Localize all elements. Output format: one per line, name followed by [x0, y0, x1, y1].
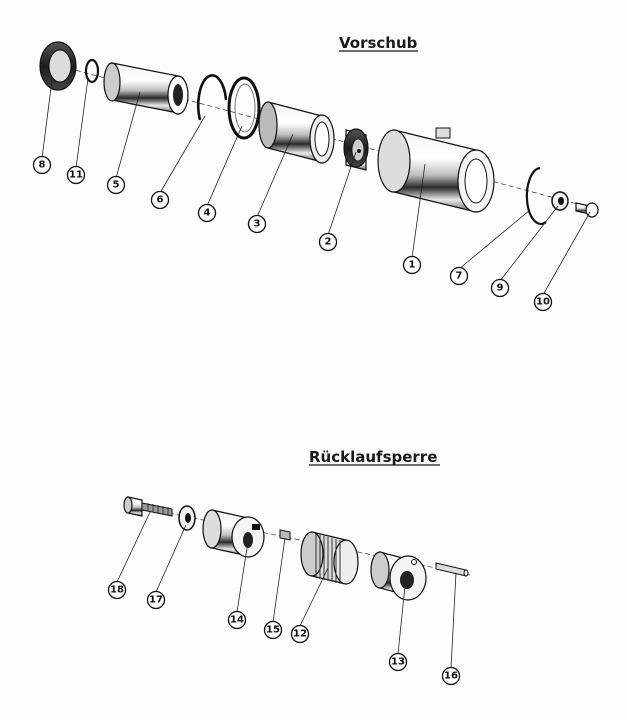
part-18-bolt	[123, 496, 173, 517]
part-7-snap-ring	[525, 166, 547, 225]
svg-text:3: 3	[254, 219, 261, 230]
callout-9: 9	[490, 278, 510, 298]
callout-2: 2	[318, 232, 338, 252]
svg-text:12: 12	[293, 629, 307, 640]
section-title-vorschub: Vorschub	[339, 34, 418, 52]
part-2-cap	[343, 128, 369, 171]
callout-7: 7	[449, 266, 469, 286]
svg-text:18: 18	[110, 585, 124, 596]
svg-text:1: 1	[409, 260, 416, 271]
part-4-washer-ring	[227, 76, 261, 140]
callout-4: 4	[197, 203, 217, 223]
callout-11: 11	[66, 165, 86, 185]
svg-text:15: 15	[266, 625, 280, 636]
part-8-seal-ring	[39, 41, 77, 91]
svg-text:10: 10	[536, 297, 550, 308]
svg-text:13: 13	[391, 657, 405, 668]
svg-text:16: 16	[444, 671, 458, 682]
callout-17: 17	[146, 590, 166, 610]
part-12-spring	[300, 531, 359, 585]
svg-text:14: 14	[230, 615, 244, 626]
part-3-needle-bearing	[258, 101, 335, 164]
part-6-retaining-ring	[196, 74, 228, 121]
section-title-ruecklaufsperre: Rücklaufsperre	[309, 448, 437, 466]
callout-15: 15	[263, 620, 283, 640]
callout-18: 18	[107, 580, 127, 600]
leader-lines-vorschub	[41, 77, 591, 296]
callout-6: 6	[150, 190, 170, 210]
svg-text:4: 4	[204, 208, 211, 219]
part-14-hub	[202, 509, 265, 558]
callout-5: 5	[106, 175, 126, 195]
part-11-circlip	[84, 58, 100, 84]
callout-14: 14	[227, 610, 247, 630]
svg-text:2: 2	[325, 237, 332, 248]
part-16-pin	[435, 562, 469, 577]
svg-text:6: 6	[157, 195, 164, 206]
svg-text:9: 9	[497, 283, 504, 294]
svg-text:17: 17	[149, 595, 163, 606]
callout-13: 13	[388, 652, 408, 672]
callout-10: 10	[533, 292, 553, 312]
callout-8: 8	[32, 155, 52, 175]
part-1-housing	[377, 127, 495, 213]
part-9-washer	[551, 191, 569, 211]
callout-16: 16	[441, 666, 461, 686]
svg-text:11: 11	[69, 170, 83, 181]
part-5-sleeve	[103, 62, 189, 115]
svg-text:7: 7	[456, 271, 463, 282]
part-10-screw	[575, 202, 599, 218]
callout-3: 3	[247, 214, 267, 234]
leader-lines-ruecklaufsperre	[116, 511, 457, 669]
part-15-key	[279, 529, 291, 541]
part-13-cam-disc	[370, 551, 427, 601]
svg-text:5: 5	[113, 180, 120, 191]
part-17-washer	[178, 505, 196, 531]
callout-12: 12	[290, 624, 310, 644]
callout-1: 1	[402, 255, 422, 275]
svg-text:8: 8	[39, 160, 46, 171]
